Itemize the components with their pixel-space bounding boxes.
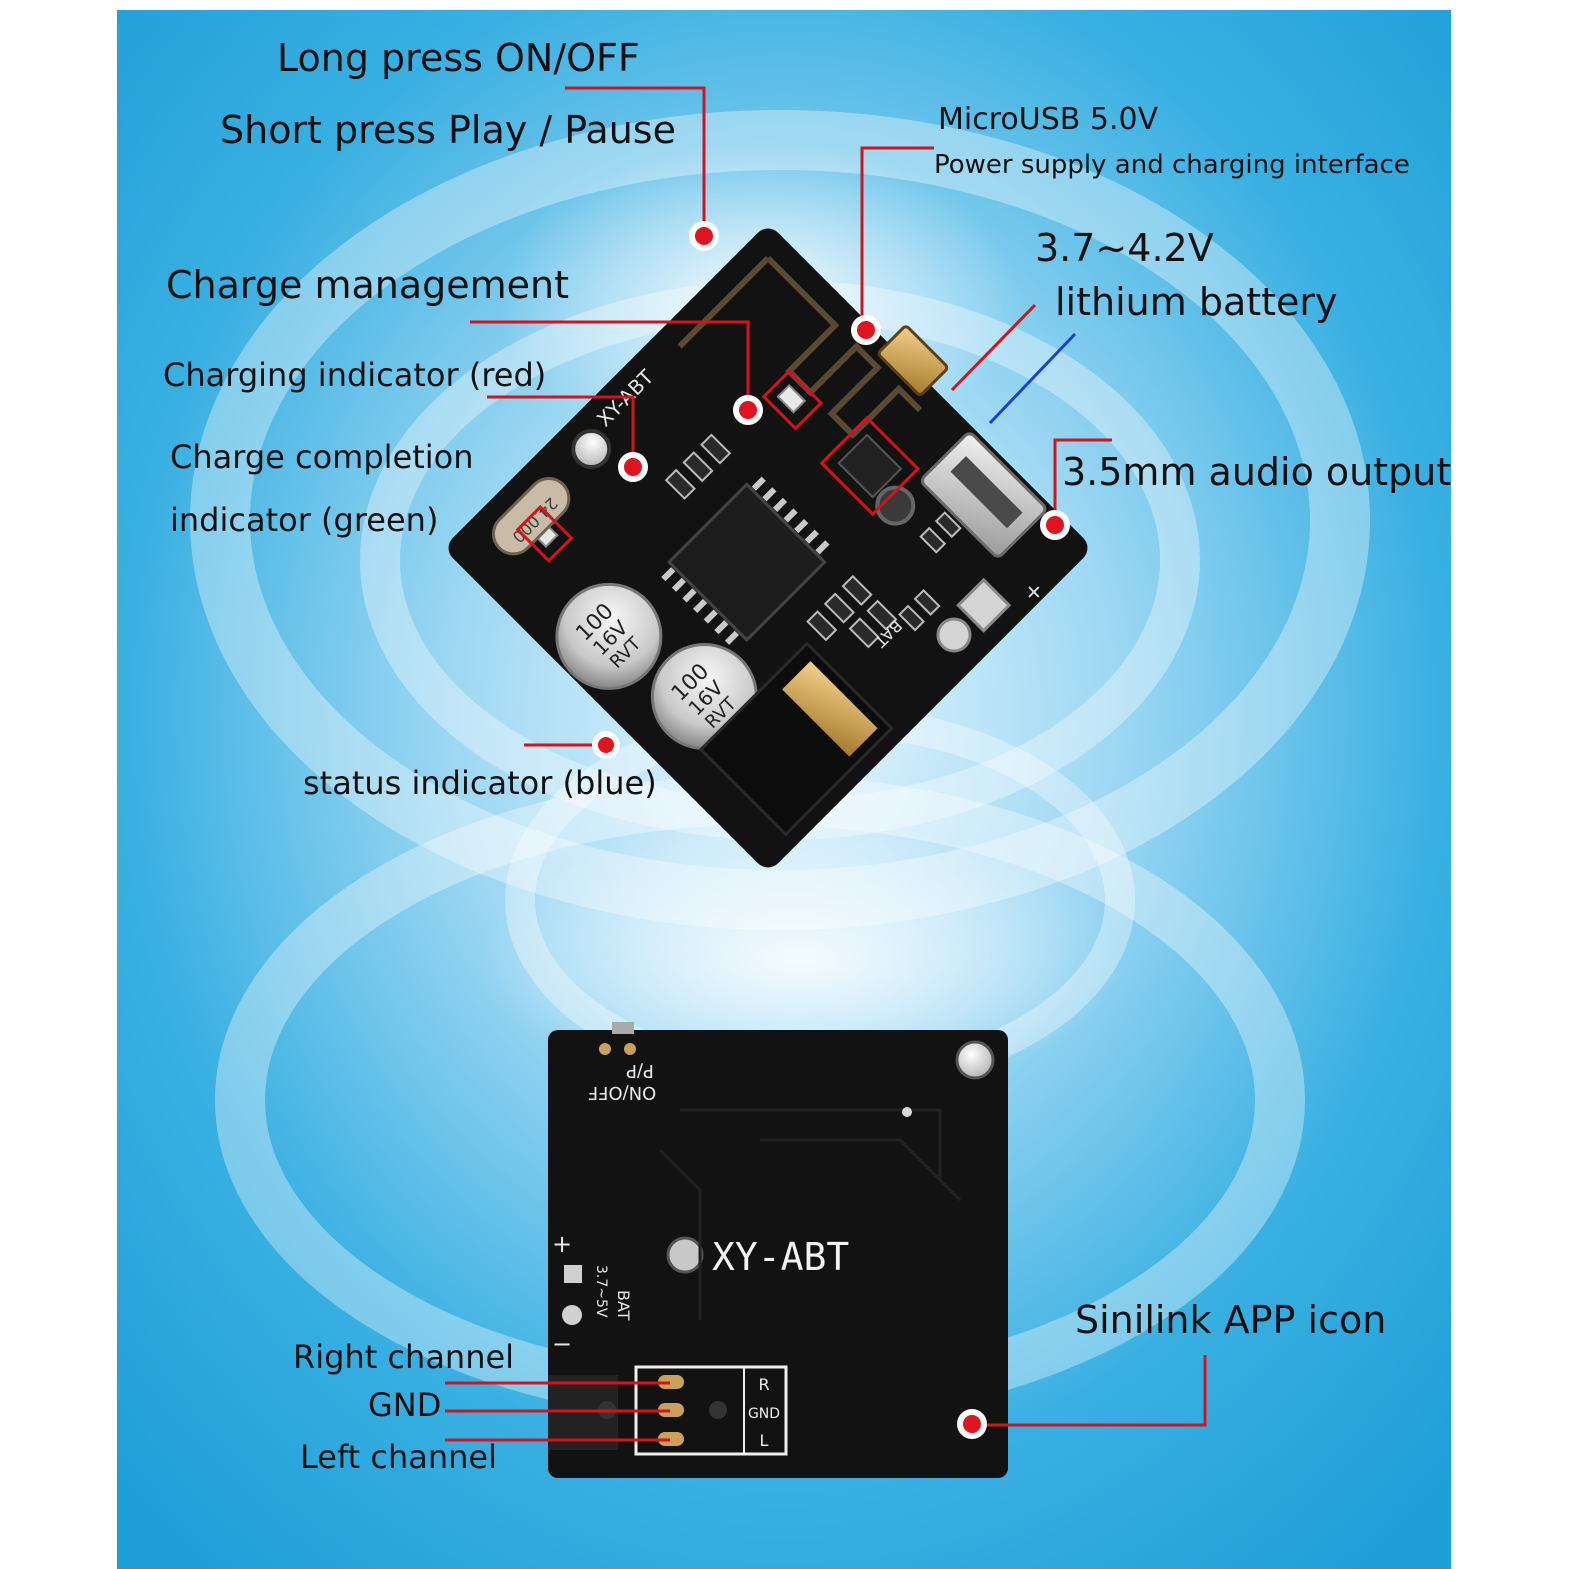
red-dot-icon: [618, 452, 648, 482]
silk-on-off: ON/OFF: [588, 1082, 657, 1103]
charge-completion-label-1: Charge completion: [170, 438, 474, 476]
silk-minus-back: −: [552, 1330, 572, 1358]
mounting-hole-icon: [571, 429, 612, 470]
battery-pad-plus: [564, 1265, 582, 1283]
callout-lines: [445, 86, 1207, 1442]
mounting-hole-icon: [666, 1236, 704, 1274]
silk-r: R: [758, 1375, 769, 1394]
mounting-hole-icon: [875, 485, 916, 526]
audio-jack-contacts: [782, 661, 878, 757]
micro-usb-opening: [950, 456, 1023, 529]
pp-pad: [599, 1043, 611, 1055]
silk-pp: P/P: [626, 1060, 654, 1081]
pcb-front: 24.000 100 16V RVT 100 16V RVT + BAT XY-…: [448, 228, 1088, 868]
red-dot-icon: [851, 315, 881, 345]
ic-pins: [661, 476, 830, 645]
sinilink-app-label: Sinilink APP icon: [1075, 1298, 1387, 1342]
left-channel-label: Left channel: [300, 1438, 497, 1476]
right-channel-label: Right channel: [293, 1338, 515, 1376]
charging-led: [776, 383, 807, 414]
red-dot-icon: [1040, 510, 1070, 540]
back-traces: [658, 1108, 962, 1320]
audio-hole: [709, 1401, 727, 1419]
audio-jack: [698, 641, 894, 837]
capacitor: 100 16V RVT: [555, 582, 663, 690]
power-switch: [877, 325, 949, 396]
charge-chip: [837, 433, 903, 499]
charge-completion-label-2: indicator (green): [170, 501, 439, 539]
short-press-label: Short press Play / Pause: [220, 108, 676, 152]
pad-left: [658, 1432, 684, 1446]
main-chip: [666, 482, 827, 643]
red-dot-icon: [733, 395, 763, 425]
audio-output-label: 3.5mm audio output: [1062, 450, 1452, 494]
power-supply-label: Power supply and charging interface: [934, 150, 1410, 180]
silk-bat-voltage: 3.7~5V: [593, 1265, 609, 1318]
tiny-hole: [902, 1107, 912, 1117]
lithium-battery-label: lithium battery: [1055, 280, 1338, 324]
status-led-highlight: [515, 504, 574, 563]
pad-right: [658, 1375, 684, 1389]
charge-ic-highlight: [819, 415, 921, 517]
charge-management-label: Charge management: [166, 263, 569, 307]
antenna-trace: [677, 255, 923, 440]
red-dot-icon: [957, 1409, 987, 1439]
silk-bat-back: BAT: [614, 1290, 633, 1321]
silk-gnd: GND: [748, 1406, 780, 1422]
long-press-label: Long press ON/OFF: [277, 36, 640, 80]
battery-pad-plus: [956, 577, 1012, 633]
red-dot-icon: [592, 731, 620, 759]
battery-wire-blue: [988, 332, 1077, 425]
battery-pad-minus: [562, 1305, 582, 1325]
battery-voltage-label: 3.7~4.2V: [1035, 226, 1214, 270]
gnd-label: GND: [368, 1386, 442, 1424]
onoff-pad: [624, 1043, 636, 1055]
red-dot-icon: [689, 221, 719, 251]
pcb-back: P/P ON/OFF XY-ABT + − BAT 3.7~5V R GND L: [548, 1022, 1008, 1478]
switch-tab: [612, 1022, 634, 1034]
smd-components: [664, 433, 962, 649]
battery-pad-minus: [936, 617, 972, 653]
silk-model-back: XY-ABT: [712, 1235, 849, 1279]
callout-dots: [592, 221, 1070, 1439]
micro-usb-label: MicroUSB 5.0V: [938, 102, 1159, 137]
charging-indicator-label: Charging indicator (red): [163, 356, 547, 394]
charging-led-highlight: [761, 369, 824, 431]
silk-l: L: [760, 1431, 769, 1450]
pad-gnd: [658, 1403, 684, 1417]
silk-plus-back: +: [552, 1230, 572, 1258]
mounting-hole-icon: [955, 1040, 995, 1080]
status-indicator-label: status indicator (blue): [303, 764, 657, 802]
